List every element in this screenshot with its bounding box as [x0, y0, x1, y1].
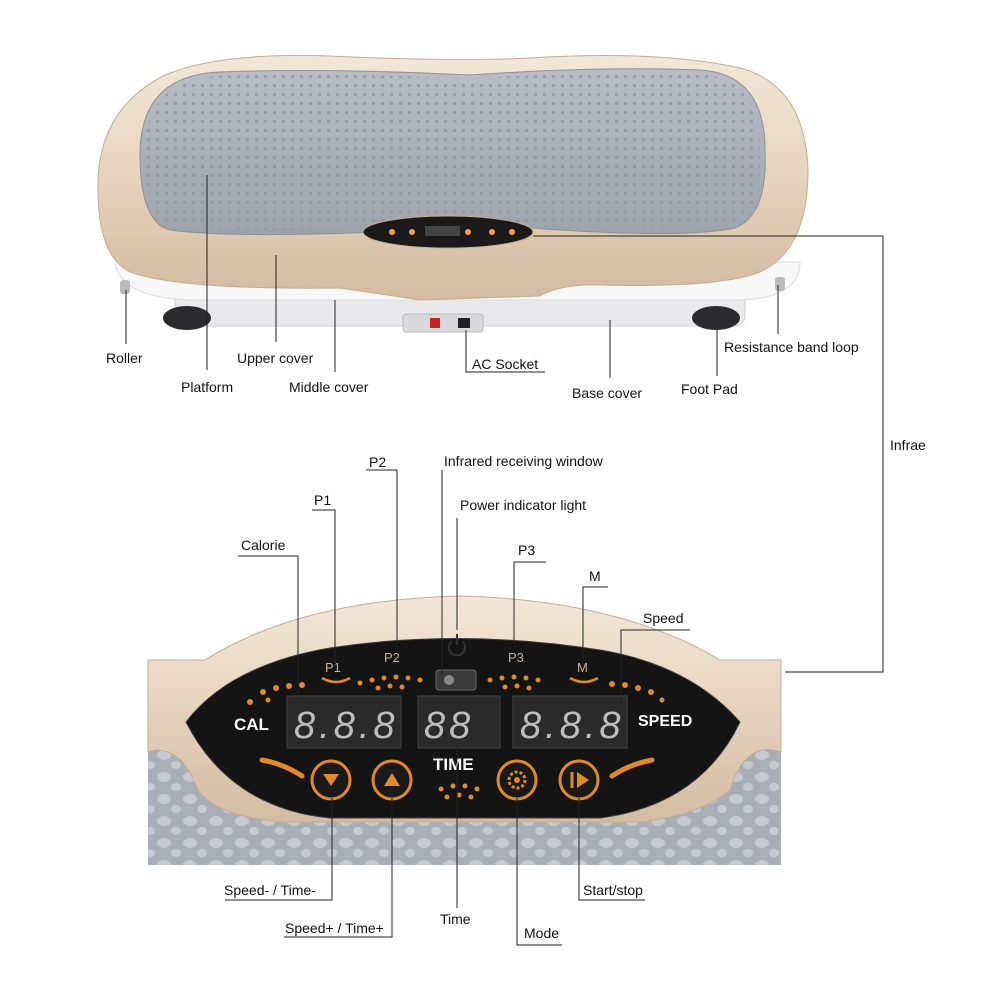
label-infrared-receiving-window: Infrared receiving window — [444, 453, 603, 469]
panel-cal-text: CAL — [234, 715, 269, 734]
svg-text:8.8.8: 8.8.8 — [294, 705, 399, 747]
panel-m-text: M — [577, 660, 588, 675]
label-ac-socket: AC Socket — [472, 356, 539, 372]
label-p3: P3 — [518, 542, 536, 558]
ac-socket-shape — [402, 313, 484, 333]
svg-text:88: 88 — [424, 705, 474, 747]
label-speed: Speed — [643, 610, 684, 626]
panel-speed-text: SPEED — [638, 713, 692, 730]
label-mode: Mode — [524, 925, 560, 941]
label-speed-plus-time-plus: Speed+ / Time+ — [285, 920, 384, 936]
calorie-display: 8.8.8 — [286, 695, 402, 749]
start-stop-button[interactable] — [558, 759, 600, 801]
label-platform: Platform — [181, 379, 234, 395]
label-power-indicator-light: Power indicator light — [460, 497, 587, 513]
label-base-cover: Base cover — [572, 385, 643, 401]
foot-pad-left — [163, 306, 211, 330]
speed-minus-button[interactable] — [310, 759, 352, 801]
label-infrared-side: Infrae — [890, 437, 926, 453]
mode-button[interactable] — [496, 759, 538, 801]
control-panel-closeup: P1 P2 P3 M CAL SPEED TIME 8.8.8 88 8.8.8 — [147, 595, 782, 865]
svg-text:8.8.8: 8.8.8 — [520, 705, 625, 747]
label-resistance-band-loop: Resistance band loop — [724, 339, 859, 355]
speed-display: 8.8.8 — [512, 695, 628, 749]
label-roller: Roller — [106, 350, 143, 366]
label-m: M — [589, 568, 601, 584]
panel-p3-text: P3 — [508, 650, 524, 665]
label-p1: P1 — [314, 492, 332, 508]
foot-pad-right — [692, 306, 740, 330]
panel-p1-text: P1 — [325, 660, 341, 675]
label-speed-minus-time-minus: Speed- / Time- — [224, 882, 316, 898]
label-p2: P2 — [369, 454, 387, 470]
label-middle-cover: Middle cover — [289, 379, 369, 395]
label-calorie: Calorie — [241, 537, 286, 553]
bottom-leader-lines — [225, 469, 690, 946]
panel-p2-text: P2 — [384, 650, 400, 665]
label-start-stop: Start/stop — [583, 882, 643, 898]
roller-left — [120, 280, 130, 294]
label-upper-cover: Upper cover — [237, 350, 314, 366]
power-icon — [448, 634, 466, 657]
time-display: 88 — [417, 695, 501, 749]
speed-plus-button[interactable] — [371, 759, 413, 801]
panel-dot-decor — [247, 674, 665, 800]
panel-time-text: TIME — [433, 755, 474, 774]
top-leader-lines — [125, 175, 884, 673]
label-time: Time — [440, 911, 471, 927]
infrared-window — [435, 669, 477, 691]
roller-right — [775, 277, 785, 291]
platform-texture — [145, 72, 761, 231]
label-foot-pad: Foot Pad — [681, 381, 738, 397]
machine-top-view — [97, 54, 809, 333]
